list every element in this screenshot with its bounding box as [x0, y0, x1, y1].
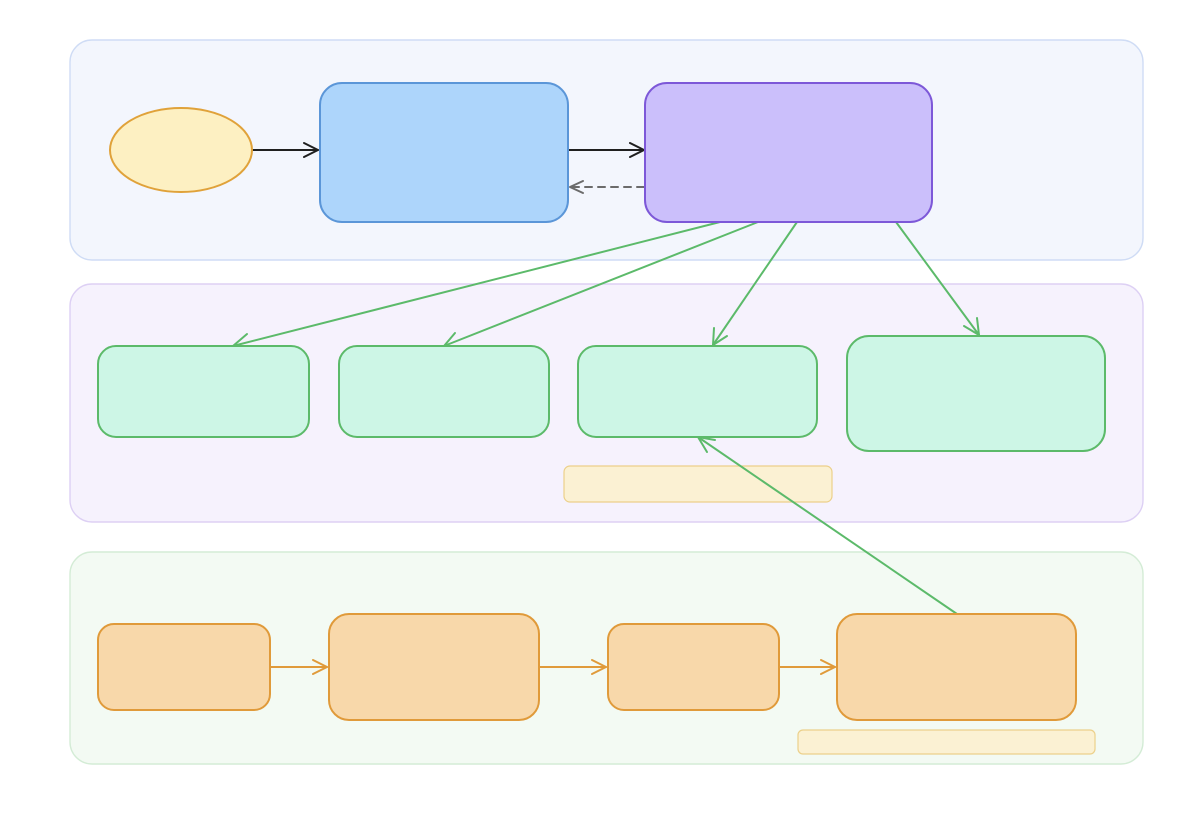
orange-node-2[interactable] — [328, 613, 540, 721]
purple-process-node[interactable] — [644, 82, 933, 223]
start-ellipse[interactable] — [109, 107, 253, 193]
orange-node-4[interactable] — [836, 613, 1077, 721]
green-node-2[interactable] — [338, 345, 550, 438]
arrowhead-orange-1-to-2 — [312, 659, 328, 675]
arrowhead-orange-2-to-3 — [591, 659, 607, 675]
arrow-orange-4-to-green-3 — [697, 436, 958, 615]
middle-note — [563, 465, 833, 503]
arrow-purple-to-green-4 — [895, 221, 980, 336]
green-node-4[interactable] — [846, 335, 1106, 452]
blue-process-node[interactable] — [319, 82, 569, 223]
bottom-note — [797, 729, 1096, 755]
arrow-purple-to-green-1 — [232, 221, 721, 347]
green-node-1[interactable] — [97, 345, 310, 438]
green-node-3[interactable] — [577, 345, 818, 438]
arrow-purple-to-green-3 — [712, 221, 798, 346]
arrowhead-start-to-blue — [303, 142, 319, 158]
arrowhead-purple-to-blue-dashed — [569, 180, 584, 194]
orange-node-3[interactable] — [607, 623, 780, 711]
arrow-purple-to-green-2 — [443, 221, 759, 347]
arrowhead-orange-3-to-4 — [820, 659, 836, 675]
orange-node-1[interactable] — [97, 623, 271, 711]
